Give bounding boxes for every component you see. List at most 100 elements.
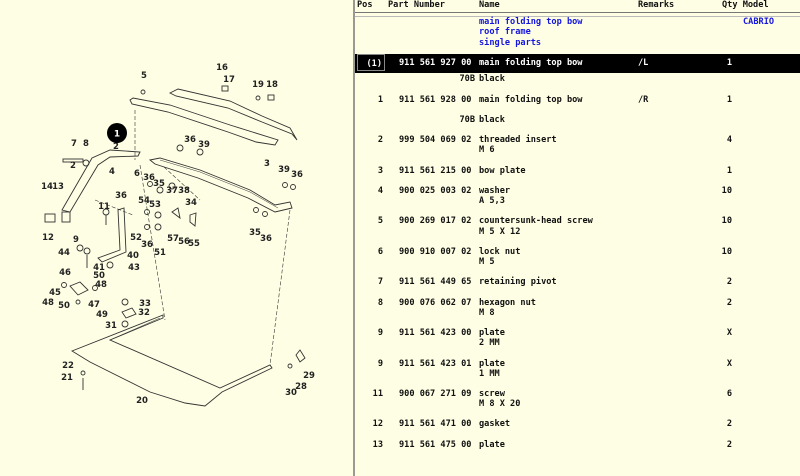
callout-36[interactable]: 36 <box>115 191 127 201</box>
callout-29[interactable]: 29 <box>303 371 315 381</box>
callout-31[interactable]: 31 <box>105 321 117 331</box>
row-name: lock nut <box>479 246 521 257</box>
callout-28[interactable]: 28 <box>295 382 307 392</box>
callout-33[interactable]: 33 <box>139 299 151 309</box>
row-name: threaded insert <box>479 135 557 146</box>
row-qty: X <box>726 358 732 369</box>
diagram-drawing <box>44 85 306 407</box>
callout-45[interactable]: 45 <box>49 288 61 298</box>
callout-53[interactable]: 53 <box>149 200 161 210</box>
callout-22[interactable]: 22 <box>62 361 74 371</box>
callout-6[interactable]: 6 <box>134 169 140 179</box>
row-spec: 1 MM <box>479 368 500 379</box>
callout-8[interactable]: 8 <box>83 139 89 149</box>
callout-17[interactable]: 17 <box>223 75 235 85</box>
row-name: bow plate <box>479 165 526 176</box>
callout-57[interactable]: 57 <box>167 234 179 244</box>
col-header-remarks[interactable]: Remarks <box>638 0 675 10</box>
callout-36[interactable]: 36 <box>260 234 272 244</box>
callout-20[interactable]: 20 <box>136 396 148 406</box>
callout-30[interactable]: 30 <box>285 388 297 398</box>
callout-46[interactable]: 46 <box>59 268 71 278</box>
col-header-qty-model[interactable]: Qty Model <box>722 0 769 10</box>
callout-5[interactable]: 5 <box>141 71 147 81</box>
callout-55[interactable]: 55 <box>188 239 200 249</box>
callout-39[interactable]: 39 <box>278 165 290 175</box>
callout-36[interactable]: 36 <box>141 240 153 250</box>
callout-14[interactable]: 14 <box>41 182 53 192</box>
callout-3[interactable]: 3 <box>264 159 270 169</box>
callout-52[interactable]: 52 <box>130 233 142 243</box>
callout-56[interactable]: 56 <box>178 237 190 247</box>
callout-4[interactable]: 4 <box>109 167 115 177</box>
callout-32[interactable]: 32 <box>138 308 150 318</box>
callout-38[interactable]: 38 <box>178 186 190 196</box>
callout-16[interactable]: 16 <box>216 63 228 73</box>
callout-40[interactable]: 40 <box>127 251 139 261</box>
row-pos: 8 <box>377 297 383 308</box>
row-pos: 9 <box>377 328 383 339</box>
row-qty: 10 <box>721 216 732 227</box>
row-part-number: 911 561 423 00 <box>399 328 472 339</box>
callout-21[interactable]: 21 <box>61 373 73 383</box>
callout-34[interactable]: 34 <box>185 198 197 208</box>
callout-35[interactable]: 35 <box>249 228 261 238</box>
callout-47[interactable]: 47 <box>88 300 100 310</box>
callout-37[interactable]: 37 <box>166 186 178 196</box>
group-line: single parts <box>479 37 542 48</box>
col-header-pos[interactable]: Pos <box>357 0 373 10</box>
callout-50[interactable]: 50 <box>58 301 70 311</box>
callout-36[interactable]: 36 <box>291 170 303 180</box>
callout-11[interactable]: 11 <box>98 202 110 212</box>
pane-divider[interactable] <box>353 0 355 476</box>
callout-13[interactable]: 13 <box>52 182 64 192</box>
callout-19[interactable]: 19 <box>252 80 264 90</box>
callout-43[interactable]: 43 <box>128 263 140 273</box>
callout-39[interactable]: 39 <box>198 140 210 150</box>
row-qty: X <box>726 328 732 339</box>
col-header-name[interactable]: Name <box>479 0 500 10</box>
callout-9[interactable]: 9 <box>73 235 79 245</box>
callout-36[interactable]: 36 <box>184 135 196 145</box>
callout-1[interactable]: 1 <box>114 130 120 140</box>
callout-12[interactable]: 12 <box>42 233 54 243</box>
row-remarks: /R <box>638 94 649 105</box>
row-qty: 2 <box>726 277 732 288</box>
callout-48[interactable]: 48 <box>95 280 107 290</box>
group-line: main folding top bow <box>479 17 583 27</box>
callout-51[interactable]: 51 <box>154 248 166 258</box>
callout-50[interactable]: 50 <box>93 271 105 281</box>
callout-36[interactable]: 36 <box>143 173 155 183</box>
group-model: CABRIO <box>743 17 775 27</box>
callout-35[interactable]: 35 <box>153 179 165 189</box>
callout-18[interactable]: 18 <box>266 80 278 90</box>
callout-7[interactable]: 7 <box>71 139 77 149</box>
callout-41[interactable]: 41 <box>93 263 105 273</box>
callout-48[interactable]: 48 <box>42 298 54 308</box>
callout-2[interactable]: 2 <box>70 161 76 171</box>
selected-callout[interactable]: 1 <box>107 123 127 143</box>
row-qty: 2 <box>726 297 732 308</box>
row-part-number: 900 025 003 02 <box>399 185 472 196</box>
callout-54[interactable]: 54 <box>138 196 150 206</box>
callout-44[interactable]: 44 <box>58 248 70 258</box>
col-header-part-number[interactable]: Part Number <box>388 0 445 10</box>
callout-2[interactable]: 2 <box>113 142 119 152</box>
callout-49[interactable]: 49 <box>96 310 108 320</box>
